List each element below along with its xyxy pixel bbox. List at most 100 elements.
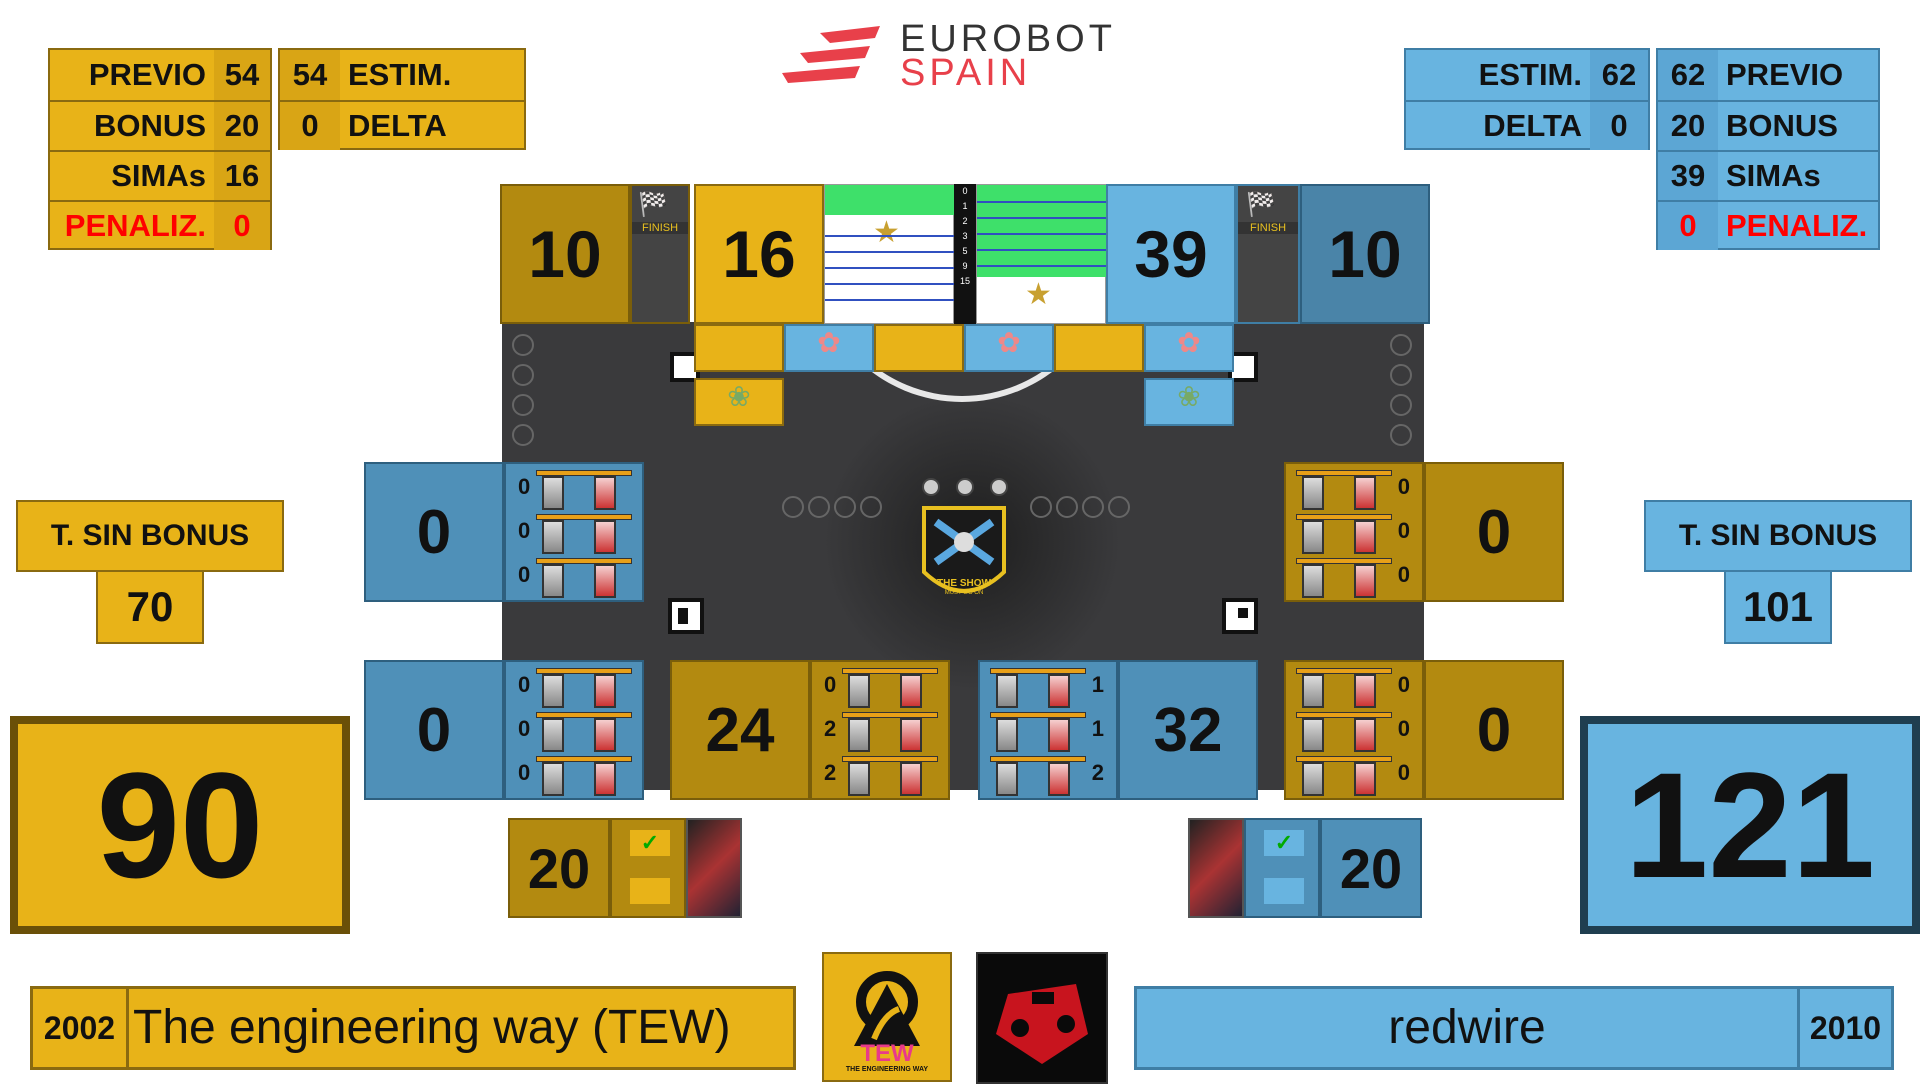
groupie-icon: ❀ — [1177, 381, 1201, 412]
blue-simas-score: 39 — [1106, 184, 1236, 324]
tew-logo-sub: THE ENGINEERING WAY — [845, 1066, 929, 1073]
yellow-finish-label: FINISH — [632, 222, 688, 234]
rack-level: 0 — [518, 474, 531, 499]
zone-left-top-racks: 0 0 0 — [504, 462, 644, 602]
ladder-step: 5 — [962, 246, 968, 256]
yellow-finish-score: 10 — [500, 184, 630, 324]
yellow-team-bar: 2002 The engineering way (TEW) — [30, 986, 796, 1070]
rack-level: 0 — [1397, 562, 1410, 587]
can-icon — [594, 564, 616, 598]
can-icon — [996, 674, 1018, 708]
checkered-flag-icon: 🏁 — [638, 191, 668, 218]
field-ring — [834, 496, 856, 518]
rack-level: 0 — [1397, 672, 1410, 697]
yellow-penaliz-label: PENALIZ. — [50, 200, 214, 250]
yellow-delta-label: DELTA — [340, 100, 524, 150]
can-icon — [996, 718, 1018, 752]
rack-level: 2 — [1091, 760, 1104, 785]
can-icon — [1302, 718, 1324, 752]
yellow-previo-label: PREVIO — [88, 57, 206, 92]
yellow-banner-status: ✓ — [610, 818, 686, 918]
rack-level: 0 — [518, 562, 531, 587]
logo-line2: SPAIN — [900, 52, 1032, 94]
stage-cell-blue: ✿ — [964, 324, 1054, 372]
blue-finish-score: 10 — [1300, 184, 1430, 324]
field-ring — [1390, 364, 1412, 386]
yellow-delta-value: 0 — [280, 100, 340, 150]
field-ring — [1108, 496, 1130, 518]
ladder-step: 15 — [959, 276, 970, 286]
blue-team-name: redwire — [1388, 1001, 1546, 1054]
blue-bonus-value: 20 — [1658, 100, 1718, 150]
field-ring — [1030, 496, 1052, 518]
rack-level: 0 — [518, 672, 531, 697]
yellow-stats-panel: PREVIO 54 BONUS 20 SIMAs 16 PENALIZ. 0 — [48, 48, 272, 250]
can-icon — [1048, 718, 1070, 752]
stage-cell-blue: ✿ — [784, 324, 874, 372]
small-badge-icon — [922, 478, 940, 496]
can-icon — [542, 718, 564, 752]
blue-estim-panel: ESTIM. 62 DELTA 0 — [1404, 48, 1650, 150]
yellow-simas-label: SIMAs — [50, 150, 214, 200]
can-icon — [848, 674, 870, 708]
yellow-simas-value: 16 — [214, 150, 270, 200]
stage-cell-blue: ✿ — [1144, 324, 1234, 372]
can-icon — [1302, 520, 1324, 554]
small-badge-icon — [956, 478, 974, 496]
zone-center-yellow-racks: 0 2 2 — [810, 660, 950, 800]
can-icon — [1354, 674, 1376, 708]
blue-delta-value: 0 — [1590, 100, 1648, 150]
yellow-banner-score: 20 — [508, 818, 610, 918]
tew-logo: TEW THE ENGINEERING WAY — [822, 952, 952, 1082]
can-icon — [542, 476, 564, 510]
blue-team-year: 2010 — [1797, 989, 1891, 1067]
show-must-go-on-logo: THE SHOW MUST GO ON — [918, 502, 1010, 610]
yellow-sima-ladder: ★ — [824, 184, 955, 324]
field-ring — [1082, 496, 1104, 518]
zone-left-bottom-racks: 0 0 0 — [504, 660, 644, 800]
yellow-previo-value: 54 — [214, 50, 270, 100]
can-icon — [1048, 762, 1070, 796]
can-icon — [1354, 476, 1376, 510]
field-ring — [1390, 334, 1412, 356]
stage-cell-yellow — [874, 324, 964, 372]
can-icon — [900, 762, 922, 796]
zone-center-yellow-score: 24 — [670, 660, 810, 800]
field-ring — [808, 496, 830, 518]
rack-level: 0 — [518, 760, 531, 785]
field-ring — [1390, 394, 1412, 416]
blue-sin-bonus-label: T. SIN BONUS — [1644, 500, 1912, 572]
can-icon — [996, 762, 1018, 796]
banner-check-icon: ✓ — [630, 830, 670, 856]
yellow-simas-score: 16 — [694, 184, 824, 324]
blue-estim-label: ESTIM. — [1478, 57, 1582, 92]
aruco-marker-icon — [668, 598, 704, 634]
stage-cell-yellow — [694, 324, 784, 372]
can-icon — [1302, 476, 1324, 510]
yellow-total-score: 90 — [10, 716, 350, 934]
can-icon — [594, 476, 616, 510]
blue-previo-label: PREVIO — [1726, 57, 1844, 92]
sima-ladder-scale: 0 1 2 3 5 9 15 — [954, 184, 976, 324]
can-icon — [1302, 762, 1324, 796]
field-ring — [1390, 424, 1412, 446]
redwire-emblem-icon — [996, 984, 1088, 1064]
zone-center-blue-score: 32 — [1118, 660, 1258, 800]
eurobot-swoosh-icon — [782, 26, 880, 83]
superstar-icon: ✿ — [997, 327, 1021, 358]
can-icon — [594, 520, 616, 554]
can-icon — [848, 718, 870, 752]
can-icon — [1354, 520, 1376, 554]
checkered-flag-icon: 🏁 — [1246, 191, 1276, 218]
yellow-estim-label: ESTIM. — [348, 57, 452, 92]
show-logo-line2: MUST GO ON — [944, 590, 984, 596]
ladder-step: 2 — [962, 216, 968, 226]
can-icon — [900, 718, 922, 752]
field-ring — [512, 424, 534, 446]
groupie-cell-blue: ❀ — [1144, 378, 1234, 426]
can-icon — [542, 564, 564, 598]
can-icon — [1302, 564, 1324, 598]
groupie-cell-yellow: ❀ — [694, 378, 784, 426]
blue-estim-value: 62 — [1590, 50, 1648, 100]
zone-right-bottom-score: 0 — [1424, 660, 1564, 800]
